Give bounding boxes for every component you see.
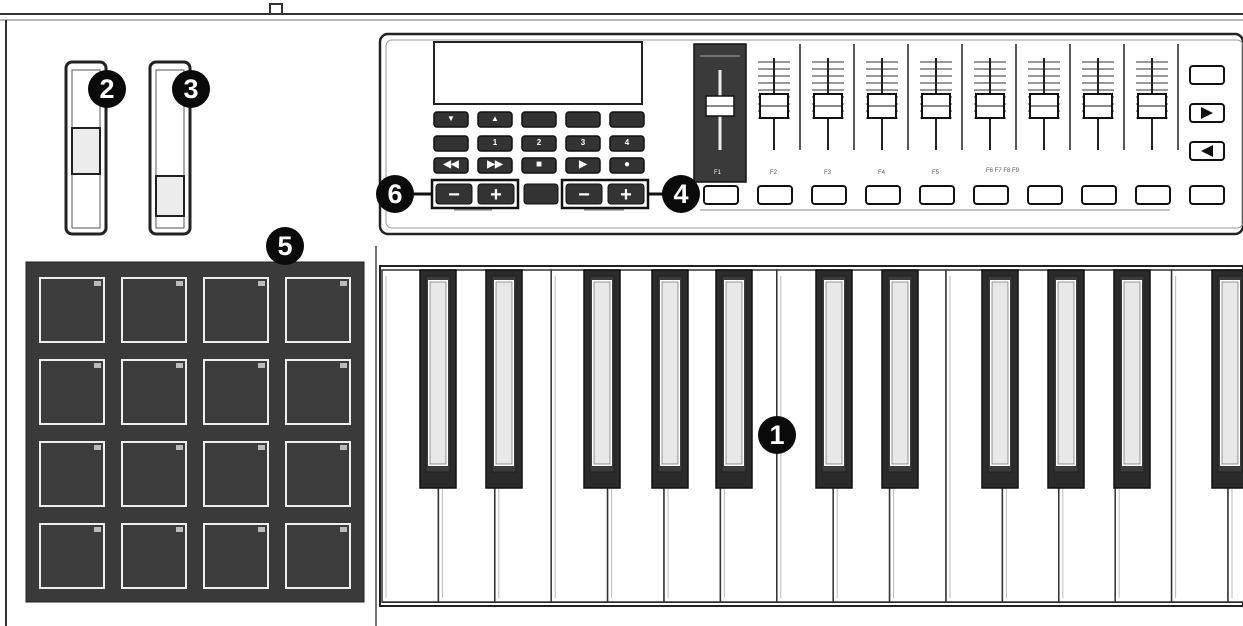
button-r1c5 — [609, 111, 645, 128]
fader-button-4 — [865, 185, 901, 205]
button-r3c1 — [433, 157, 469, 174]
black-keys — [419, 269, 1243, 489]
fader-button-8 — [1081, 185, 1117, 205]
button-r1c4 — [565, 111, 601, 128]
black-key-8 — [981, 269, 1019, 489]
pad-16 — [285, 523, 351, 589]
callout-3: 3 — [172, 70, 210, 108]
fader-button-9 — [1135, 185, 1171, 205]
black-key-7 — [881, 269, 919, 489]
button-r1c1-label: ▼ — [447, 114, 455, 123]
button-r3c5-label: ● — [623, 159, 631, 170]
pad-10 — [121, 441, 187, 507]
pad-8 — [285, 359, 351, 425]
pad-grid — [39, 277, 351, 589]
fader-label-5: F5 — [932, 170, 940, 176]
button-r2c1 — [433, 135, 469, 152]
fader-label-4: F4 — [878, 170, 886, 176]
fader-button-2 — [757, 185, 793, 205]
button-r2c2 — [477, 135, 513, 152]
octave-minus-label: − — [578, 184, 590, 206]
black-key-1 — [419, 269, 457, 489]
fader-button-1 — [703, 185, 739, 205]
pad-6 — [121, 359, 187, 425]
black-key-3 — [583, 269, 621, 489]
fader-6 — [974, 44, 1017, 150]
transpose-minus-label: − — [448, 184, 460, 206]
pad-2 — [121, 277, 187, 343]
button-r2c5-label: 4 — [624, 138, 630, 147]
button-r3c4 — [565, 157, 601, 174]
button-r2c3 — [521, 135, 557, 152]
button-r1c2 — [477, 111, 513, 128]
callout-1: 1 — [758, 416, 796, 454]
fader-button-6 — [973, 185, 1009, 205]
pad-4 — [285, 277, 351, 343]
fader-label-2: F2 — [770, 170, 778, 176]
black-key-4 — [651, 269, 689, 489]
button-r3c3-label: ■ — [535, 159, 543, 170]
transport-right-column — [1189, 65, 1225, 205]
fader-9 — [1136, 44, 1179, 150]
button-r3c3 — [521, 157, 557, 174]
black-key-6 — [815, 269, 853, 489]
fader-group-label: F6 F7 F8 F9 — [986, 168, 1020, 174]
button-r1c2-label: ▲ — [491, 114, 499, 123]
master-fader — [693, 43, 747, 183]
octave-buttons — [560, 178, 664, 211]
button-r1c3 — [521, 111, 557, 128]
fader-5 — [920, 44, 963, 150]
callout-4: 4 — [662, 175, 700, 213]
pad-1 — [39, 277, 105, 343]
button-r3c2-label: ▶▶ — [487, 159, 503, 170]
fader-bank — [758, 44, 1179, 150]
pad-11 — [203, 441, 269, 507]
fader-label-3: F3 — [824, 170, 832, 176]
pad-14 — [121, 523, 187, 589]
fader-button-7 — [1027, 185, 1063, 205]
fader-buttons — [703, 185, 1171, 205]
button-r3c4-label: ▶ — [579, 159, 587, 170]
fader-3 — [812, 44, 855, 150]
fader-button-5 — [919, 185, 955, 205]
button-r3c5 — [609, 157, 645, 174]
button-r2c4 — [565, 135, 601, 152]
pad-5 — [39, 359, 105, 425]
callout-6: 6 — [376, 175, 414, 213]
octave-plus-label: + — [620, 184, 632, 206]
callout-5: 5 — [266, 227, 304, 265]
fader-8 — [1082, 44, 1125, 150]
pad-9 — [39, 441, 105, 507]
fader-2 — [758, 44, 801, 150]
button-r2c2-label: 1 — [492, 138, 498, 147]
pad-15 — [203, 523, 269, 589]
button-r1c1 — [433, 111, 469, 128]
pad-3 — [203, 277, 269, 343]
transpose-plus-label: + — [490, 184, 502, 206]
pad-12 — [285, 441, 351, 507]
button-r2c5 — [609, 135, 645, 152]
button-r2c3-label: 2 — [536, 138, 542, 147]
pad-13 — [39, 523, 105, 589]
lcd-display — [433, 41, 643, 105]
black-key-5 — [715, 269, 753, 489]
button-grid — [433, 111, 645, 174]
black-key-2 — [485, 269, 523, 489]
transpose-buttons — [414, 178, 559, 211]
fader-4 — [866, 44, 909, 150]
black-key-9 — [1047, 269, 1085, 489]
fader-7 — [1028, 44, 1071, 150]
pad-7 — [203, 359, 269, 425]
callout-2: 2 — [88, 70, 126, 108]
black-key-11 — [1211, 269, 1243, 489]
button-r2c4-label: 3 — [580, 138, 586, 147]
button-r3c2 — [477, 157, 513, 174]
button-r3c1-label: ◀◀ — [443, 159, 459, 170]
black-key-10 — [1113, 269, 1151, 489]
fader-button-3 — [811, 185, 847, 205]
fader-label-1: F1 — [714, 170, 722, 176]
